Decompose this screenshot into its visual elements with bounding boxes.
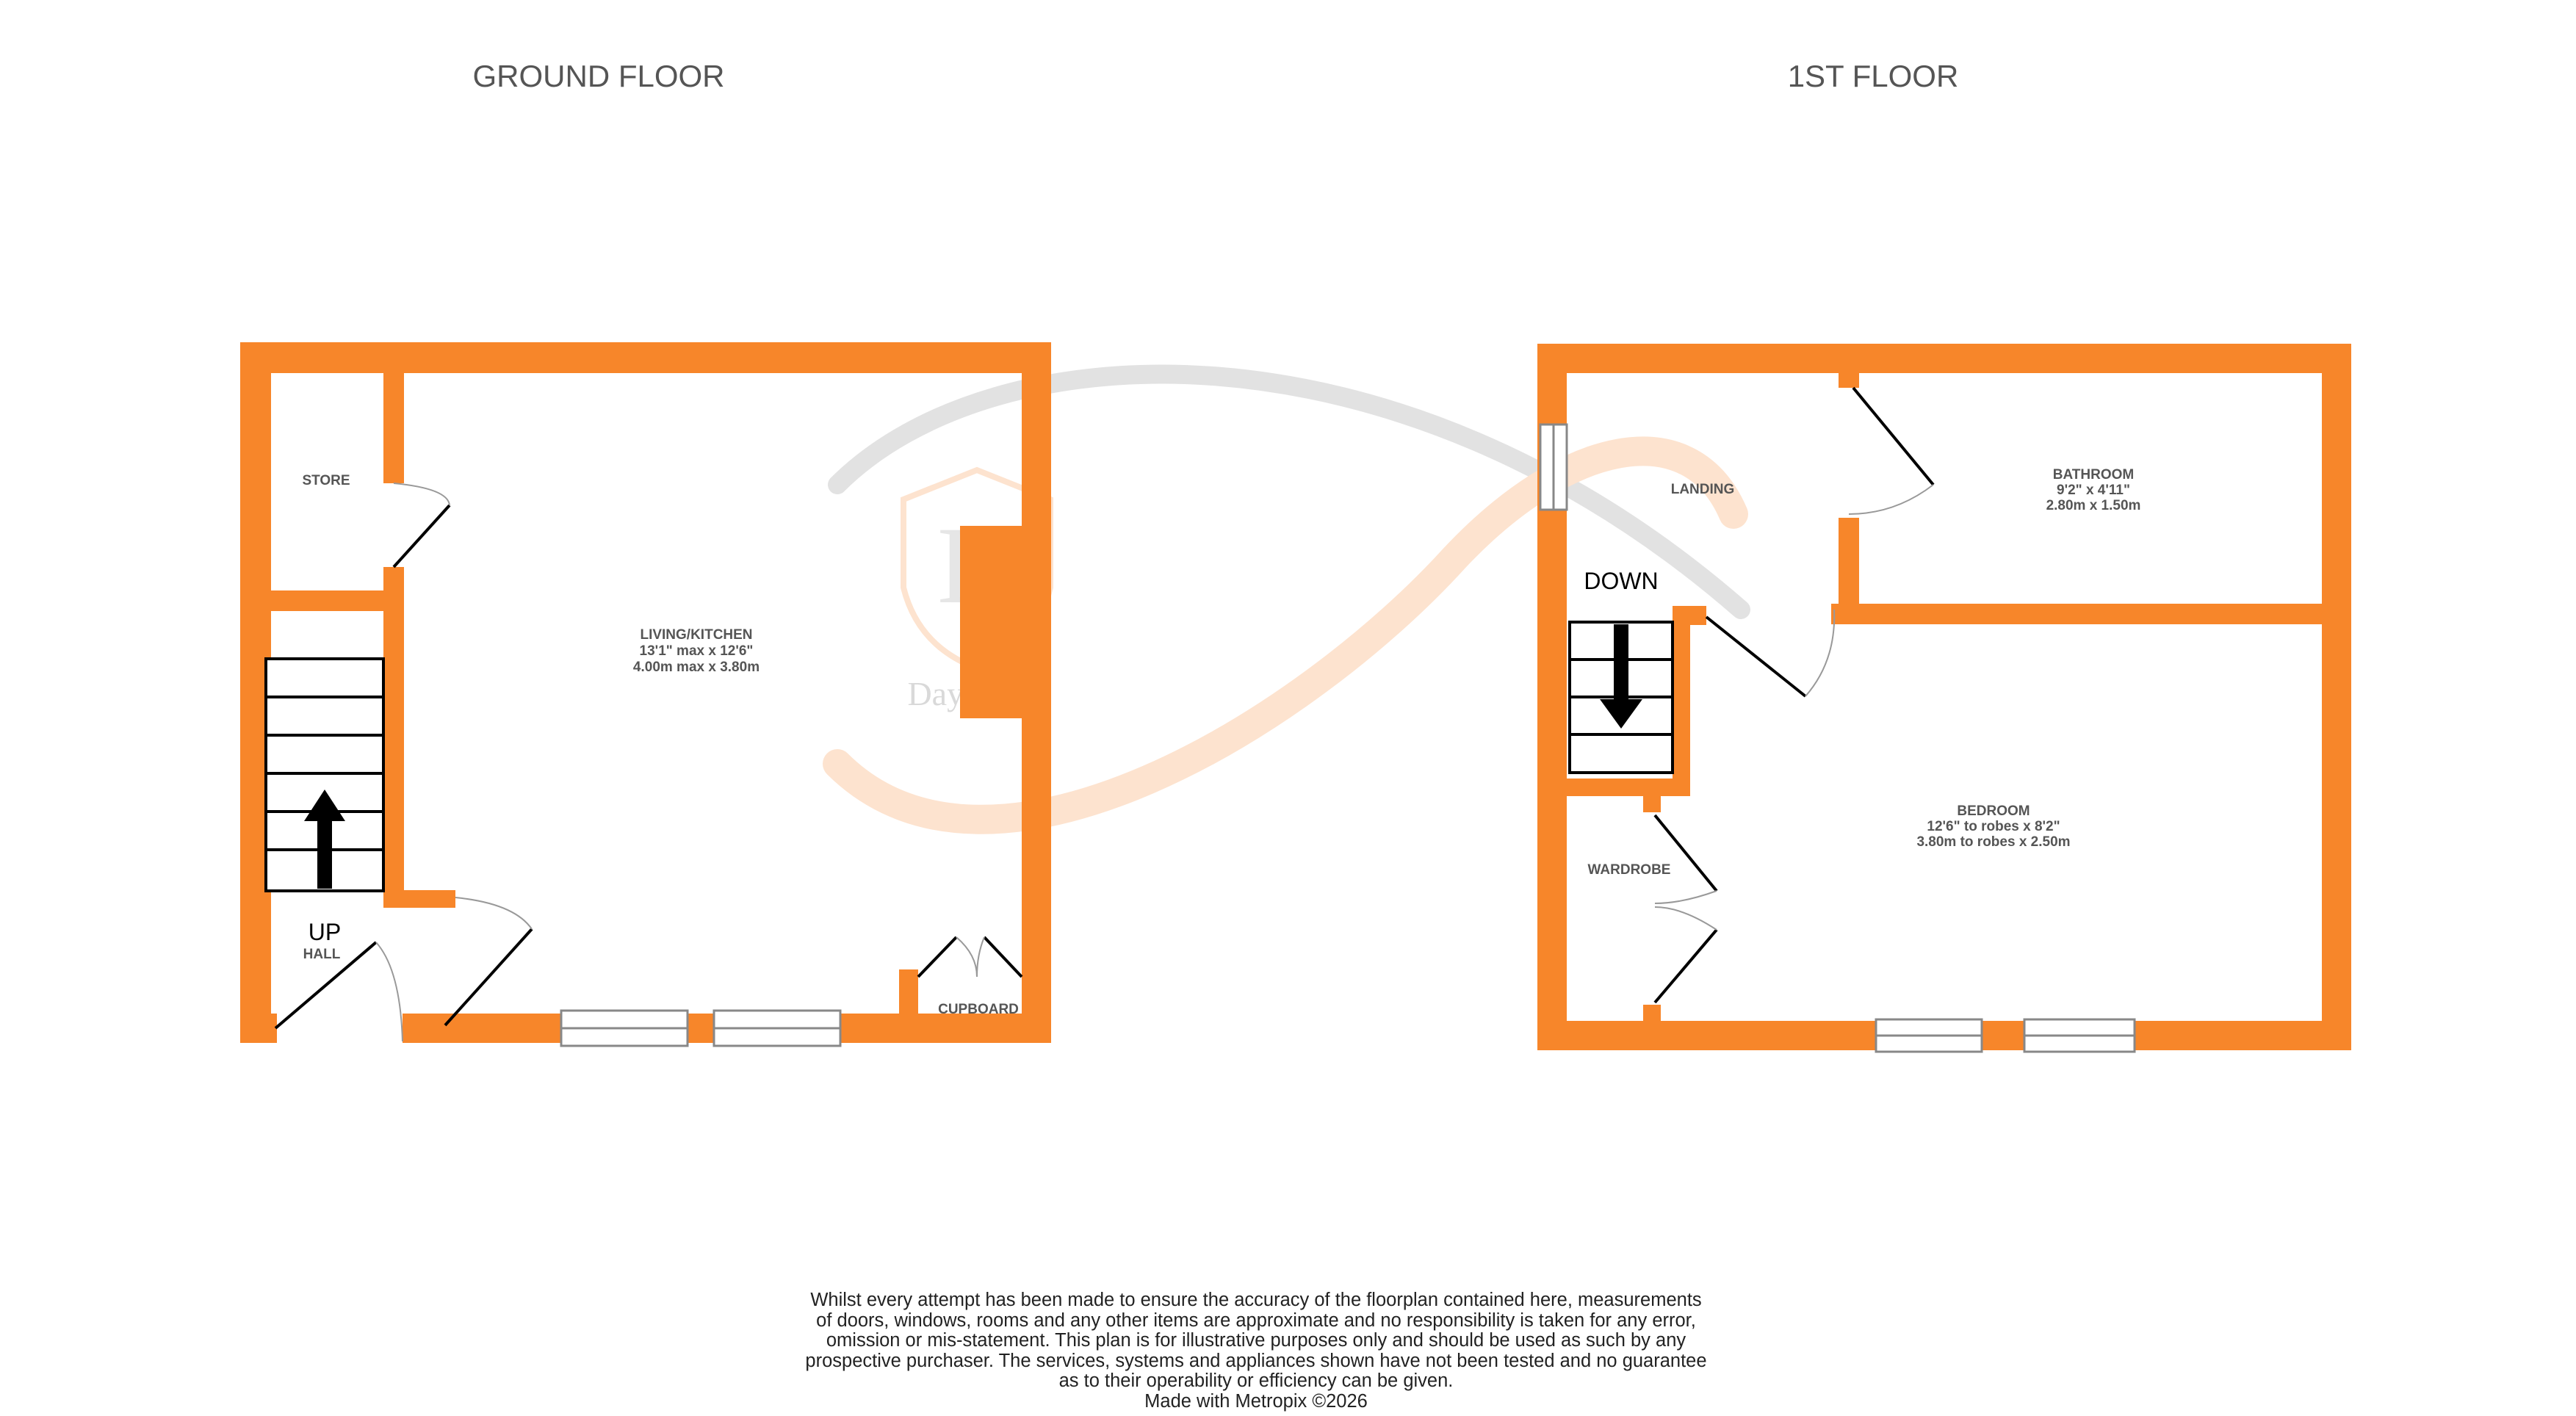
room-hall-name: HALL — [303, 947, 341, 962]
ground-floor-stairs — [264, 657, 385, 892]
ground-floor-doors — [274, 483, 1023, 1042]
disclaimer-credit: Made with Metropix ©2026 — [1144, 1390, 1368, 1412]
room-living-kitchen-dim-metric: 4.00m max x 3.80m — [633, 660, 760, 675]
room-bedroom-name: BEDROOM — [1957, 803, 2030, 819]
stairs-up-arrow-icon — [304, 790, 345, 889]
room-bathroom-name: BATHROOM — [2053, 467, 2134, 483]
disclaimer-line: Whilst every attempt has been made to en… — [810, 1290, 1702, 1310]
first-floor-title: 1ST FLOOR — [1788, 59, 1959, 93]
first-floor-doors — [1653, 386, 1935, 1004]
room-wardrobe-name: WARDROBE — [1588, 862, 1671, 878]
stairs-down-arrow-icon — [1600, 624, 1642, 729]
disclaimer-line: of doors, windows, rooms and any other i… — [816, 1310, 1696, 1331]
room-living-kitchen-dim-imperial: 13'1" max x 12'6" — [640, 643, 754, 659]
first-floor-windows — [1539, 423, 2136, 1053]
stairs-up-label: UP — [309, 919, 341, 945]
room-living-kitchen-name: LIVING/KITCHEN — [640, 627, 752, 643]
ground-floor-windows — [560, 1009, 842, 1047]
room-store-name: STORE — [302, 473, 350, 488]
watermark-orange-swoosh — [823, 436, 1748, 834]
room-bathroom-dim-metric: 2.80m x 1.50m — [2046, 498, 2141, 513]
room-bedroom-dim-metric: 3.80m to robes x 2.50m — [1916, 834, 2070, 850]
disclaimer-line: prospective purchaser. The services, sys… — [805, 1350, 1707, 1371]
ground-floor-title: GROUND FLOOR — [472, 59, 724, 93]
disclaimer: Whilst every attempt has been made to en… — [757, 1290, 1756, 1412]
disclaimer-line: as to their operability or efficiency ca… — [1058, 1370, 1454, 1391]
disclaimer-line: omission or mis-statement. This plan is … — [826, 1330, 1686, 1351]
stairs-down-label: DOWN — [1584, 568, 1658, 594]
room-cupboard-name: CUPBOARD — [938, 1002, 1019, 1017]
room-bathroom-dim-imperial: 9'2" x 4'11" — [2057, 483, 2130, 498]
room-landing-name: LANDING — [1671, 482, 1735, 497]
first-floor-stairs — [1568, 621, 1674, 774]
watermark-grey-swoosh — [828, 364, 1750, 619]
room-bedroom-dim-imperial: 12'6" to robes x 8'2" — [1927, 819, 2060, 834]
